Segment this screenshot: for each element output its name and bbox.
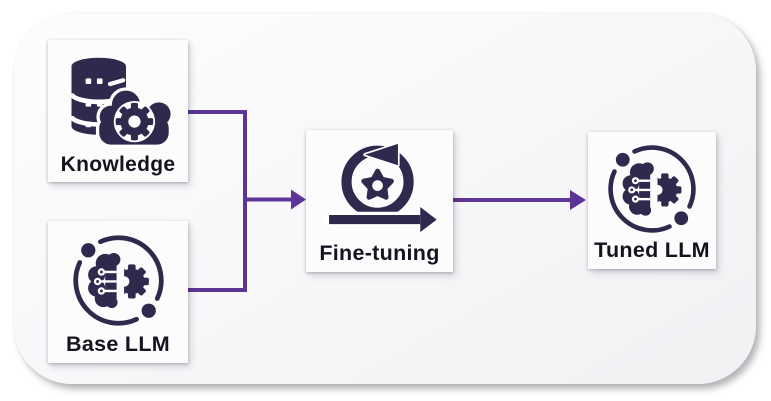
node-base-llm: Base LLM [48, 221, 188, 363]
iteration-loop-gear-icon [308, 137, 451, 242]
connector-merge-line [188, 110, 247, 292]
node-knowledge: Knowledge [48, 40, 188, 182]
node-base-llm-label: Base LLM [66, 332, 170, 357]
ai-brain-gear-icon [590, 139, 714, 239]
ai-brain-gear-icon [50, 228, 186, 333]
arrowhead-to-fine-tuning-icon [291, 189, 306, 210]
node-fine-tuning-label: Fine-tuning [319, 241, 440, 266]
arrowhead-to-tuned-llm-icon [570, 190, 586, 210]
node-tuned-llm-label: Tuned LLM [594, 238, 710, 263]
database-gear-cloud-icon [50, 47, 186, 153]
node-knowledge-label: Knowledge [60, 152, 176, 176]
node-tuned-llm: Tuned LLM [588, 132, 716, 269]
node-fine-tuning: Fine-tuning [306, 130, 453, 272]
